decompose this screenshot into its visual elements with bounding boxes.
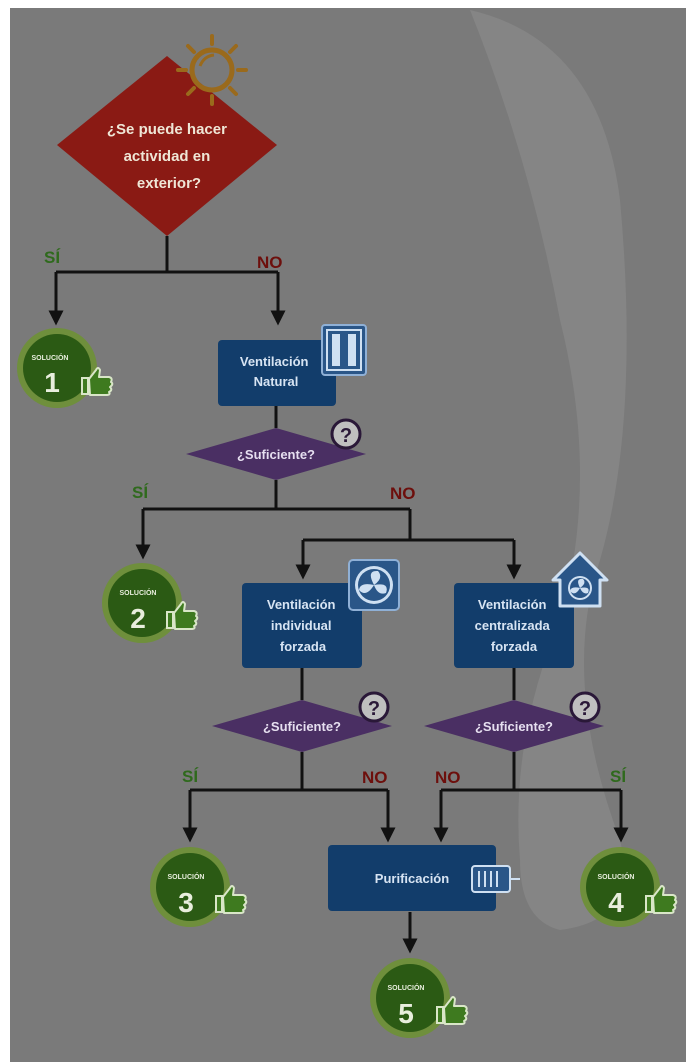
- start-question-line: ¿Se puede hacer: [107, 121, 227, 138]
- air-purifier-icon: [471, 865, 520, 893]
- svg-text:?: ?: [340, 425, 352, 447]
- question-icon: ?: [330, 418, 362, 450]
- check-sufficient-3: ¿Suficiente?: [424, 700, 604, 752]
- svg-text:SOLUCIÓN: SOLUCIÓN: [120, 588, 157, 597]
- window-icon: [321, 324, 367, 376]
- label-no-3: NO: [362, 768, 388, 787]
- svg-text:Ventilación Natural: Ventilación Natural: [240, 354, 312, 389]
- svg-text:SOLUCIÓN: SOLUCIÓN: [32, 353, 69, 362]
- start-decision: ¿Se puede hacer actividad en exterior?: [57, 56, 277, 236]
- solution-badge-2: SOLUCIÓN 2: [102, 563, 199, 643]
- solution-badge-3: SOLUCIÓN 3: [150, 847, 248, 927]
- svg-text:4: 4: [608, 887, 624, 918]
- check-label: ¿Suficiente?: [263, 719, 341, 734]
- check-sufficient-2: ¿Suficiente?: [212, 700, 392, 752]
- label-si-4: SÍ: [610, 767, 627, 786]
- background-wave: [470, 10, 627, 930]
- check-label: ¿Suficiente?: [237, 447, 315, 462]
- solution-badge-5: SOLUCIÓN 5: [370, 958, 469, 1038]
- question-icon: ?: [358, 691, 390, 723]
- sun-icon: [176, 34, 248, 106]
- solution-badge-1: SOLUCIÓN 1: [17, 328, 114, 408]
- svg-text:SOLUCIÓN: SOLUCIÓN: [388, 983, 425, 992]
- svg-text:1: 1: [44, 367, 60, 398]
- process-individual-forced-ventilation: Ventilación individual forzada: [242, 583, 362, 668]
- process-centralized-forced-ventilation: Ventilación centralizada forzada: [454, 583, 574, 668]
- process-natural-ventilation: Ventilación Natural: [218, 340, 336, 406]
- svg-text:2: 2: [130, 603, 146, 634]
- process-purification: Purificación: [328, 845, 496, 911]
- purification-label: Purificación: [375, 871, 449, 886]
- start-question-line: actividad en: [124, 148, 211, 165]
- solution-badge-4: SOLUCIÓN 4: [580, 847, 678, 927]
- process-label-line: individual: [271, 618, 332, 633]
- process-label-line: centralizada: [475, 618, 551, 633]
- svg-text:SOLUCIÓN: SOLUCIÓN: [168, 872, 205, 881]
- svg-text:5: 5: [398, 998, 414, 1029]
- process-label-line: forzada: [280, 639, 327, 654]
- label-no-2: NO: [390, 484, 416, 503]
- check-label: ¿Suficiente?: [475, 719, 553, 734]
- connector-lines: [48, 236, 629, 954]
- label-si-3: SÍ: [182, 767, 199, 786]
- svg-text:Ventilación individual: Ventilación individual forzada: [267, 597, 339, 654]
- process-label-line: Ventilación: [267, 597, 336, 612]
- process-label-line: Natural: [254, 374, 299, 389]
- label-no-1: NO: [257, 253, 283, 272]
- svg-text:SOLUCIÓN: SOLUCIÓN: [598, 872, 635, 881]
- question-icon: ?: [569, 691, 601, 723]
- svg-text:¿Se puede hacer activida: ¿Se puede hacer actividad en exterior?: [107, 121, 231, 192]
- process-label-line: Ventilación: [478, 597, 547, 612]
- house-fan-icon: [551, 551, 609, 608]
- label-si-2: SÍ: [132, 483, 149, 502]
- label-si-1: SÍ: [44, 248, 61, 267]
- svg-text:Ventilación centralizada: Ventilación centralizada forzada: [475, 597, 554, 654]
- start-question-line: exterior?: [137, 175, 201, 192]
- fan-icon: [348, 559, 400, 611]
- label-no-4: NO: [435, 768, 461, 787]
- svg-text:?: ?: [579, 698, 591, 720]
- check-sufficient-1: ¿Suficiente?: [186, 428, 366, 480]
- process-label-line: Ventilación: [240, 354, 309, 369]
- svg-text:?: ?: [368, 698, 380, 720]
- svg-text:3: 3: [178, 887, 194, 918]
- process-label-line: forzada: [491, 639, 538, 654]
